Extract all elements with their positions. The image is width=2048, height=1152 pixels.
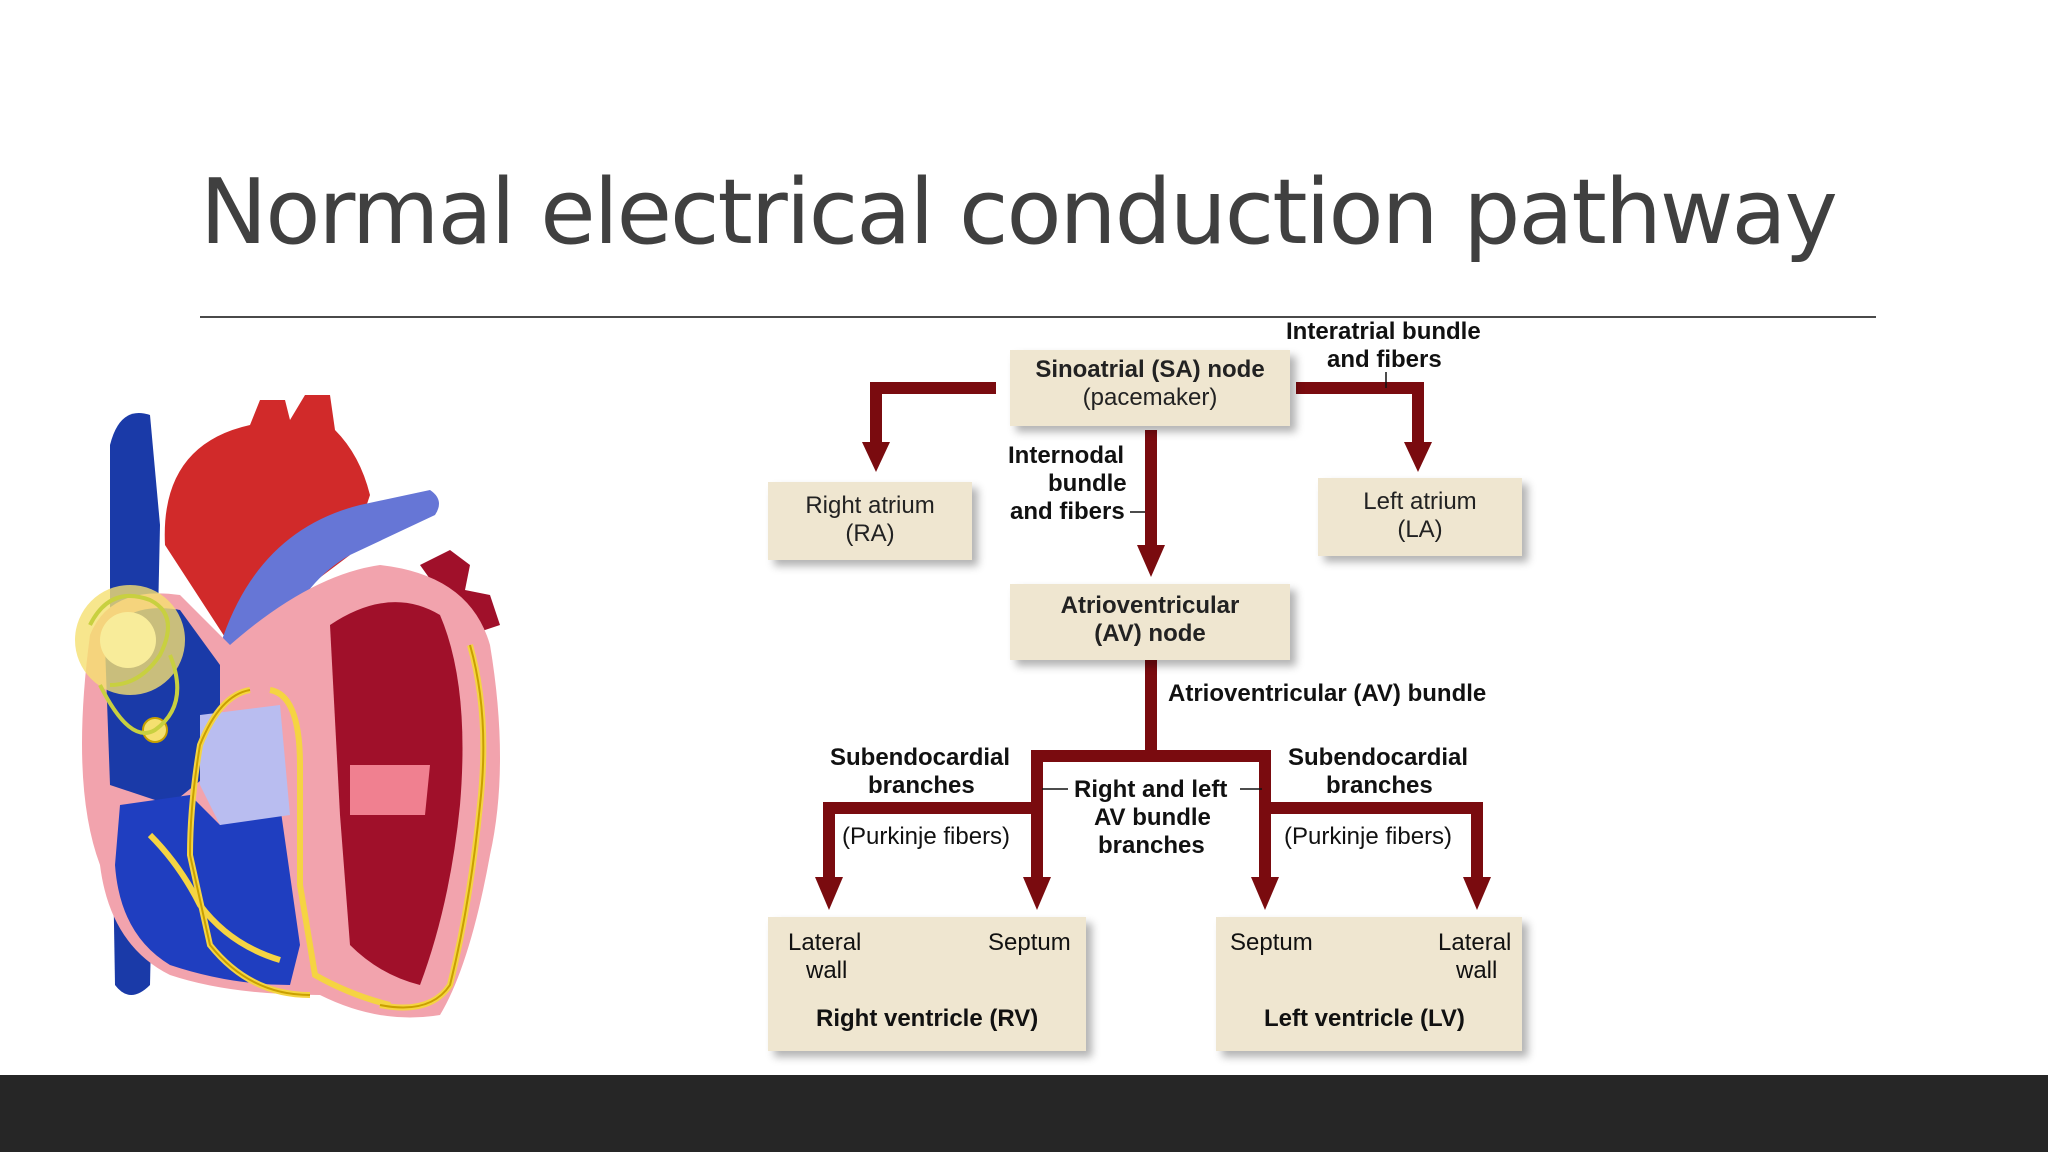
interatrial-label-2: and fibers [1327,346,1442,373]
la-inner [350,765,430,815]
left-ventricle-box: Septum Lateral wall Left ventricle (LV) [1216,917,1522,1051]
arrowhead-la [1404,442,1432,472]
bundle-branches-label-1: Right and left [1074,776,1228,803]
internodal-label-3: and fibers [1010,498,1125,525]
av-node-line-2: (AV) node [1094,620,1206,647]
subendocardial-right-1: Subendocardial [1288,744,1469,771]
sa-node-subtitle: (pacemaker) [1082,384,1218,411]
av-node-box: Atrioventricular (AV) node [1010,584,1290,660]
ra-label-1: Right atrium [805,492,935,519]
heart-illustration [75,395,500,1018]
rv-inner [200,705,290,825]
lv-lateral-wall-1: Lateral [1438,929,1512,956]
subendocardial-left-1: Subendocardial [830,744,1011,771]
internodal-label-1: Internodal [1008,442,1125,469]
purkinje-right: (Purkinje fibers) [1284,823,1453,850]
aorta [164,395,370,645]
rv-lateral-branch [823,802,1037,880]
left-bundle-branch [1031,750,1151,880]
rv-lateral-wall-2: wall [806,957,848,984]
arrow-sa-to-ra [870,382,996,445]
av-bundle-label: Atrioventricular (AV) bundle [1168,680,1487,707]
lv-lateral-wall-2: wall [1456,957,1498,984]
footer-bar [0,1075,2048,1152]
subendocardial-right-2: branches [1326,772,1433,799]
arrowhead-ra [862,442,890,472]
internodal-label-2: bundle [1048,470,1127,497]
la-label-2: (LA) [1397,516,1443,543]
right-bundle-branch [1151,750,1271,880]
rv-septum: Septum [988,929,1071,956]
purkinje-left: (Purkinje fibers) [842,823,1011,850]
interatrial-label-1: Interatrial bundle [1286,318,1481,345]
right-atrium-box: Right atrium (RA) [768,482,972,560]
title-divider [200,316,1876,318]
sa-node-box: Sinoatrial (SA) node (pacemaker) [1010,350,1290,426]
arrow-sa-to-la [1296,382,1424,445]
bundle-branches-label-3: branches [1098,832,1205,859]
arrowhead-lv-septum [1251,877,1279,910]
lv-septum: Septum [1230,929,1313,956]
la-label-1: Left atrium [1363,488,1477,515]
lv-lateral-branch [1265,802,1483,880]
rv-lateral-wall-1: Lateral [788,929,862,956]
arrowhead-rv-lateral [815,877,843,910]
left-atrium-box: Left atrium (LA) [1318,478,1522,556]
arrowhead-lv-lateral [1463,877,1491,910]
ra-label-2: (RA) [845,520,895,547]
right-ventricle-box: Lateral wall Septum Right ventricle (RV) [768,917,1086,1051]
bundle-branches-label-2: AV bundle [1094,804,1211,831]
arrowhead-av [1137,545,1165,577]
arrowhead-rv-septum [1023,877,1051,910]
lv-title: Left ventricle (LV) [1264,1005,1465,1032]
sa-node-title: Sinoatrial (SA) node [1035,356,1265,383]
av-node-line-1: Atrioventricular [1060,592,1240,619]
left-atrium [420,550,500,635]
subendocardial-left-2: branches [868,772,975,799]
sa-node [100,612,156,668]
slide-title: Normal electrical conduction pathway [200,160,1838,265]
rv-title: Right ventricle (RV) [816,1005,1039,1032]
